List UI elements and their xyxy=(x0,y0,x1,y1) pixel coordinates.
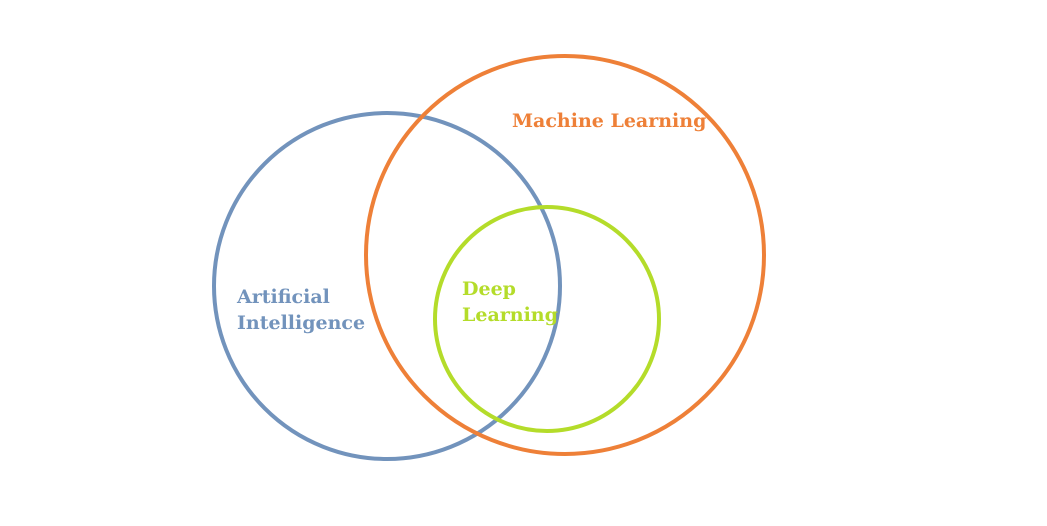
circle-machine-learning xyxy=(364,54,766,456)
circle-artificial-intelligence xyxy=(212,111,562,461)
label-ml-line-1: Machine Learning xyxy=(512,110,707,132)
label-ai-line-1: Artificial xyxy=(237,286,330,308)
label-dl-line-1: Deep xyxy=(462,278,516,300)
label-dl-line-2: Learning xyxy=(462,304,558,326)
circle-deep-learning xyxy=(433,205,661,433)
label-artificial-intelligence: Artificial Intelligence xyxy=(237,284,365,336)
label-deep-learning: Deep Learning xyxy=(462,276,558,328)
label-ai-line-2: Intelligence xyxy=(237,312,366,334)
label-machine-learning: Machine Learning xyxy=(512,108,706,134)
